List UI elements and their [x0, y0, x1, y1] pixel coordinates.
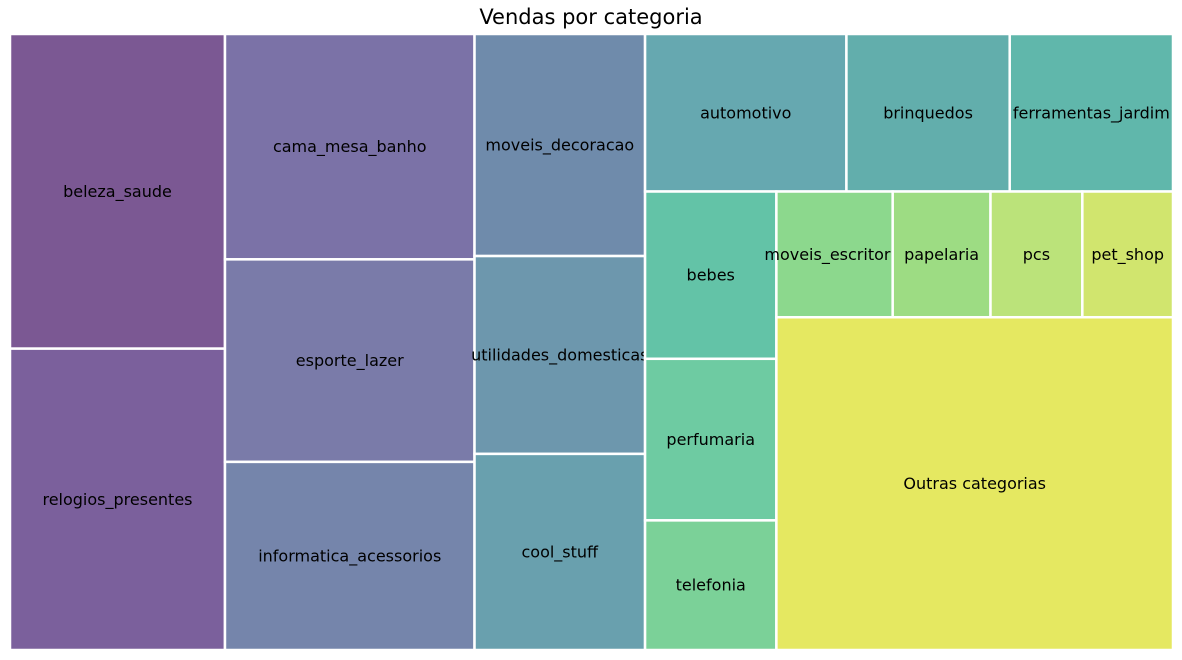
treemap-cell-2: cama_mesa_banho: [223, 32, 476, 261]
treemap-cell-14: moveis_escritorio: [764, 190, 905, 319]
treemap-cell-16: pcs: [989, 190, 1084, 319]
treemap-cell-6: utilidades_domesticas: [471, 254, 649, 456]
treemap-label: pet_shop: [1091, 245, 1164, 265]
treemap-label: informatica_acessorios: [258, 546, 441, 566]
treemap-cell-5: moveis_decoracao: [473, 32, 647, 258]
treemap-rect: [223, 460, 476, 652]
treemap-rect: [223, 258, 476, 464]
treemap-label: perfumaria: [666, 430, 755, 449]
treemap-rect: [643, 190, 778, 361]
treemap-cell-9: brinquedos: [845, 32, 1011, 193]
treemap-label: beleza_saude: [63, 182, 172, 202]
treemap-label: telefonia: [676, 576, 746, 595]
treemap-label: Outras categorias: [903, 474, 1046, 493]
treemap-label: moveis_decoracao: [485, 136, 634, 156]
treemap-cell-17: pet_shop: [1081, 190, 1175, 319]
treemap-rect: [8, 32, 227, 350]
treemap-label: esporte_lazer: [296, 351, 404, 371]
treemap-cell-18: Outras categorias: [775, 315, 1175, 652]
treemap-rect: [775, 190, 894, 319]
treemap-label: bebes: [687, 266, 735, 285]
treemap-rect: [1081, 190, 1175, 319]
treemap-cell-1: relogios_presentes: [8, 347, 227, 652]
treemap-cell-10: ferramentas_jardim: [1008, 32, 1175, 193]
treemap-label: automotivo: [700, 103, 791, 122]
treemap-rect: [845, 32, 1011, 193]
treemap-label: brinquedos: [883, 103, 973, 122]
treemap-label: papelaria: [904, 245, 979, 264]
treemap-cell-11: bebes: [643, 190, 778, 361]
treemap-rect: [643, 32, 848, 193]
treemap-label: cama_mesa_banho: [273, 137, 427, 157]
treemap-label: utilidades_domesticas: [471, 345, 648, 365]
treemap-label: ferramentas_jardim: [1013, 103, 1170, 123]
treemap-cell-13: telefonia: [643, 519, 778, 652]
treemap-rect: [473, 452, 647, 652]
treemap-cell-3: esporte_lazer: [223, 258, 476, 464]
treemap-cell-0: beleza_saude: [8, 32, 227, 350]
treemap-rect: [473, 254, 647, 456]
treemap-rect: [643, 519, 778, 652]
treemap-rect: [643, 357, 778, 522]
treemap-cell-8: automotivo: [643, 32, 848, 193]
treemap-cell-4: informatica_acessorios: [223, 460, 476, 652]
treemap-rect: [989, 190, 1084, 319]
treemap-cell-7: cool_stuff: [473, 452, 647, 652]
treemap-rect: [775, 315, 1175, 652]
treemap-label: relogios_presentes: [42, 490, 192, 510]
treemap-label: moveis_escritorio: [764, 245, 904, 265]
treemap-cell-12: perfumaria: [643, 357, 778, 522]
treemap-rect: [223, 32, 476, 261]
treemap-rect: [891, 190, 992, 319]
treemap-label: cool_stuff: [521, 542, 599, 562]
treemap-cell-15: papelaria: [891, 190, 992, 319]
treemap-label: pcs: [1023, 245, 1050, 264]
treemap-rect: [8, 347, 227, 652]
chart-title: Vendas por categoria: [479, 5, 703, 29]
